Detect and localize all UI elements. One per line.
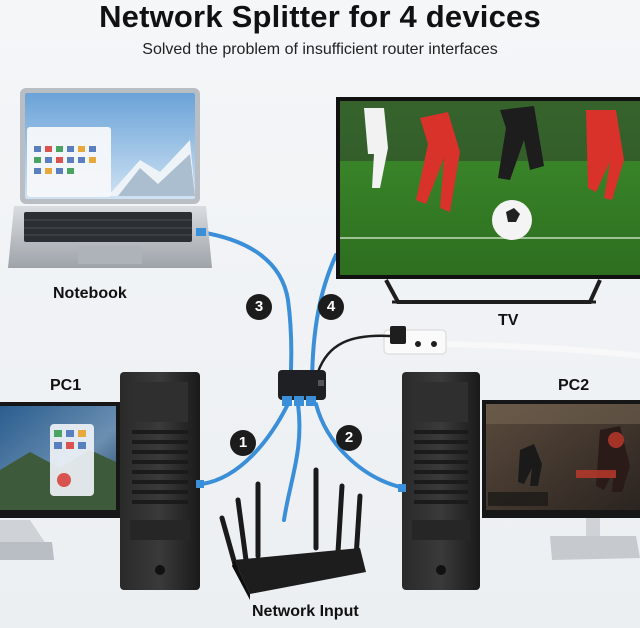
pc1-monitor	[0, 402, 120, 560]
notebook-device	[8, 88, 212, 268]
cable-pc2	[314, 402, 406, 490]
router-label: Network Input	[252, 603, 359, 620]
cable-notebook	[198, 230, 294, 390]
notebook-label: Notebook	[53, 285, 127, 302]
page-title: Network Splitter for 4 devices	[99, 0, 541, 34]
cable-router	[282, 402, 302, 522]
splitter-device	[278, 370, 326, 406]
power-strip	[316, 326, 640, 373]
cable-pc1	[200, 402, 290, 486]
port-badge-4: 4	[318, 294, 344, 320]
pc1-label: PC1	[50, 377, 82, 394]
pc1-tower	[120, 372, 204, 590]
pc2-tower	[398, 372, 480, 590]
tv-label: TV	[498, 312, 519, 329]
port-badge-2: 2	[336, 425, 362, 451]
router-device	[219, 467, 366, 600]
cable-tv	[310, 253, 338, 390]
port-badge-1: 1	[230, 430, 256, 456]
tv-device	[336, 97, 640, 304]
port-badge-3: 3	[246, 294, 272, 320]
pc2-label: PC2	[558, 377, 590, 394]
pc2-monitor	[482, 400, 640, 560]
page-subtitle: Solved the problem of insufficient route…	[142, 41, 498, 58]
cables	[198, 230, 406, 522]
